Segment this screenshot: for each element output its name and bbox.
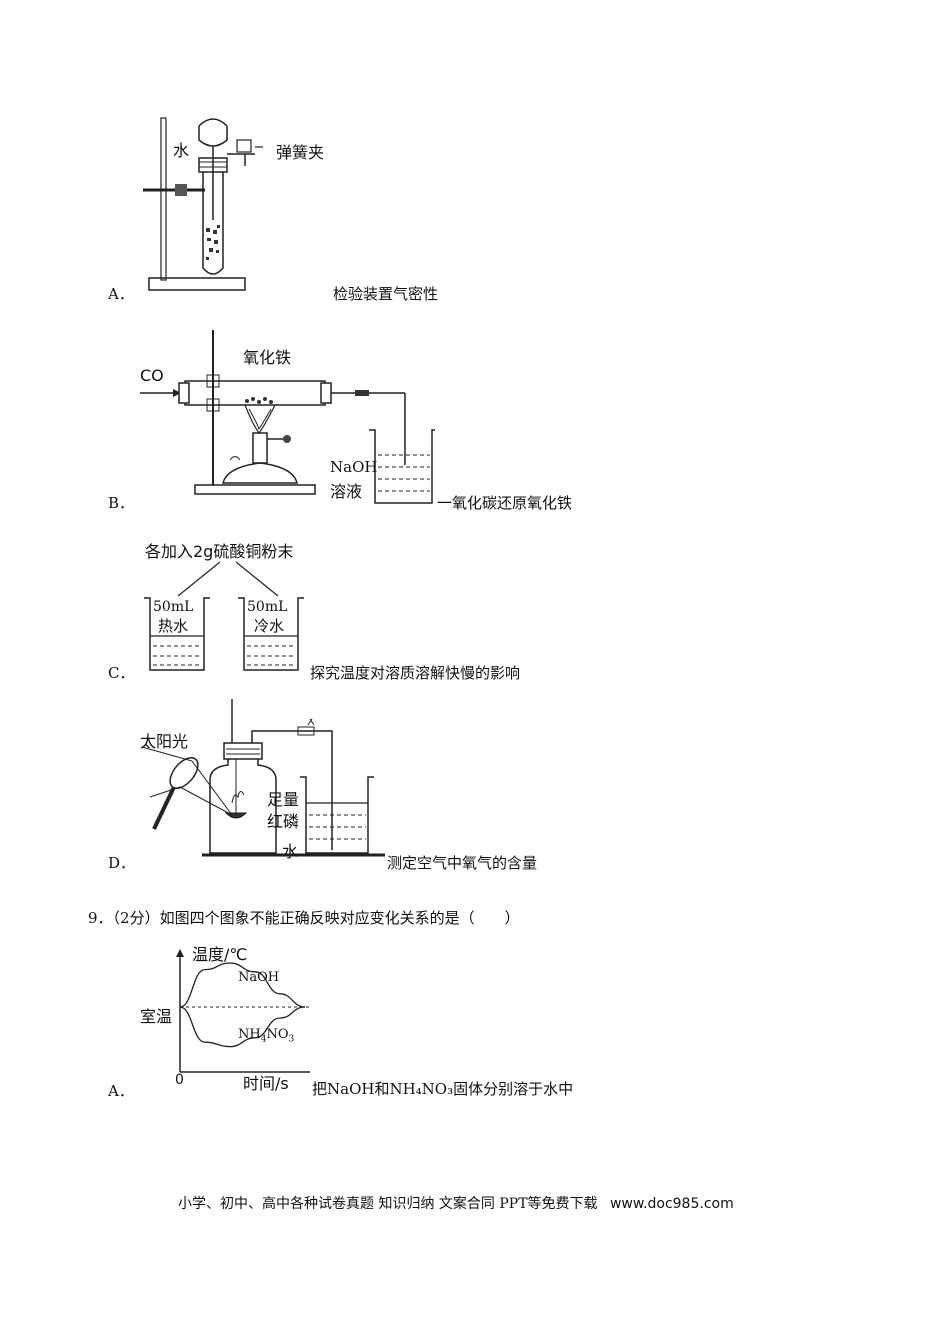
beaker-left-volume: 50mL [153,599,194,615]
option-c-apparatus [144,561,304,671]
label-spring-clamp: 弹簧夹 [276,143,325,162]
label-naoh: NaOH [330,458,378,476]
series-line-0 [179,962,306,1008]
label-water-d: 水 [282,842,299,861]
label-copper-sulfate: 各加入2g硫酸铜粉末 [145,542,294,561]
y-axis-arrow [176,949,184,957]
series-line-1 [179,1006,306,1048]
label-water-a: 水 [173,141,190,160]
option-a-apparatus [143,117,263,291]
series-label-naoh: NaOH [238,970,280,985]
q9-temperature-chart [176,949,310,1073]
beaker-right-name: 冷水 [254,617,285,635]
option-b-apparatus [140,330,435,504]
option-d-caption: 测定空气中氧气的含量 [387,854,538,872]
chart-series [179,962,306,1048]
chart-origin-label: 0 [175,1072,184,1088]
chart-x-label: 时间/s [243,1074,289,1093]
series-label-nh4no3: NH4NO3 [238,1027,295,1045]
footer-link[interactable]: www.doc985.com [609,1196,734,1212]
label-red-phosphorus: 红磷 [267,812,300,831]
beaker-right-volume: 50mL [247,599,288,615]
footer: 小学、初中、高中各种试卷真题 知识归纳 文案合同 PPT等免费下载 www.do… [178,1193,734,1213]
question-9-text: 9．（2分）如图四个图象不能正确反映对应变化关系的是（ ） [88,909,520,927]
q9-option-a-letter: A． [108,1082,134,1100]
q9-option-a-caption: 把NaOH和NH₄NO₃固体分别溶于水中 [312,1080,574,1098]
label-sunlight: 太阳光 [140,732,189,751]
option-a-caption: 检验装置气密性 [333,285,439,303]
beaker-left-name: 热水 [158,617,189,635]
option-a-letter: A． [108,285,134,303]
label-enough: 足量 [267,790,300,809]
label-iron-oxide: 氧化铁 [243,348,292,367]
chart-axes [176,949,310,1073]
option-b-caption: 一氧化碳还原氧化铁 [437,494,573,512]
option-d-letter: D． [108,854,136,872]
footer-text: 小学、初中、高中各种试卷真题 知识归纳 文案合同 PPT等免费下载 [178,1196,598,1212]
label-co: CO [140,366,164,385]
chart-y-label: 温度/℃ [192,945,248,964]
option-b-letter: B． [108,494,135,512]
option-c-caption: 探究温度对溶质溶解快慢的影响 [310,664,521,682]
label-solution: 溶液 [330,482,363,501]
chart-reference-label: 室温 [140,1007,173,1026]
option-d-apparatus [141,699,385,857]
option-c-letter: C． [108,664,135,682]
